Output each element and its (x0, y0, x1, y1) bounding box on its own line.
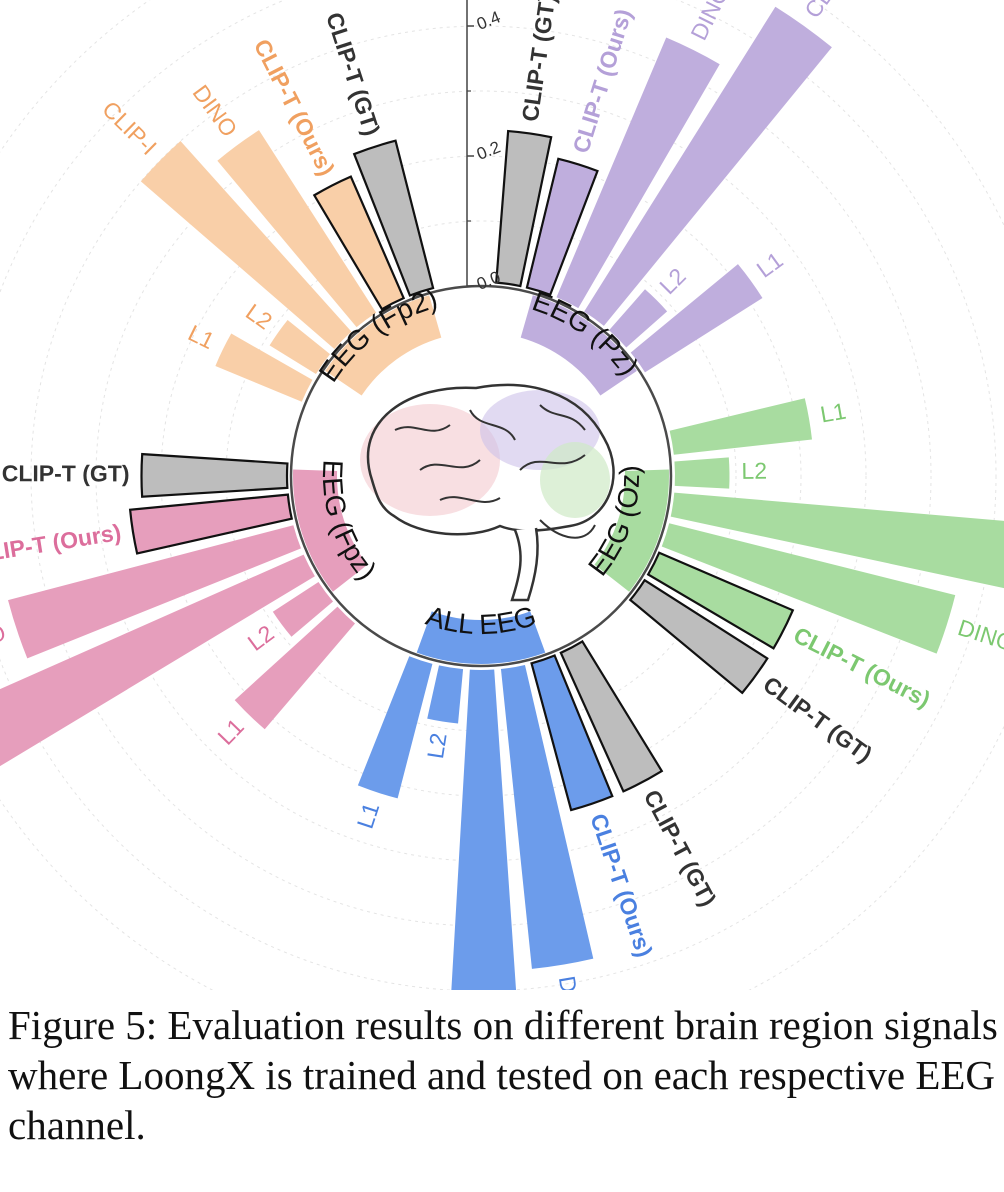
region-band-eeg-oz (594, 469, 670, 592)
region-band-eeg-fpz (293, 469, 368, 592)
bar-label-eeg-oz-dino: DINO (955, 614, 1004, 656)
bar-all-eeg-dino (500, 664, 594, 969)
bar-label-eeg-fp2-l2: L2 (241, 299, 277, 335)
bar-label-eeg-pz-clip-i: CLIP-I (799, 0, 858, 23)
bar-label-eeg-pz-clip-t-gt: CLIP-T (GT) (517, 0, 561, 123)
bar-eeg-fp2-clip-t-ours (312, 175, 406, 311)
bar-label-eeg-oz-clip-t-gt: CLIP-T (GT) (758, 671, 877, 767)
bar-label-eeg-fp2-dino: DINO (188, 80, 243, 142)
bar-label-all-eeg-clip-t-gt: CLIP-T (GT) (639, 785, 722, 910)
bar-label-eeg-fp2-clip-i: CLIP-I (97, 96, 162, 160)
bar-eeg-fp2-clip-t-gt (352, 139, 435, 297)
region-label-all-eeg: ALL EEG (422, 600, 539, 640)
bar-label-eeg-oz-l1: L1 (818, 398, 848, 428)
tick-label-2: 0.4 (474, 7, 503, 33)
bar-eeg-oz-l1 (669, 398, 812, 455)
bar-label-eeg-fpz-clip-t-gt: CLIP-T (GT) (2, 460, 130, 486)
region-band-all-eeg (416, 611, 546, 664)
region-band-eeg-pz (520, 295, 637, 396)
bar-eeg-pz-clip-t-gt (495, 129, 553, 288)
bar-eeg-fp2-clip-i (140, 141, 352, 349)
bar-label-all-eeg-clip-t-ours: CLIP-T (Ours) (585, 810, 658, 960)
bar-label-eeg-oz-l2: L2 (741, 458, 767, 484)
bar-eeg-pz-l1 (630, 264, 763, 373)
bar-eeg-oz-clip-i (670, 492, 1004, 589)
gridline-3 (30, 25, 932, 927)
bar-all-eeg-clip-i (451, 669, 517, 990)
bar-eeg-fpz-l1 (234, 606, 356, 730)
bar-all-eeg-l2 (427, 665, 464, 724)
bar-label-all-eeg-l1: L1 (352, 799, 385, 831)
bar-eeg-fpz-l2 (272, 581, 334, 637)
bar-eeg-fpz-clip-t-ours (128, 493, 294, 555)
tick-label-1: 0.2 (474, 137, 503, 163)
bar-eeg-fp2-dino (217, 130, 377, 328)
bar-label-eeg-fpz-l1: L1 (212, 713, 248, 749)
inner-ring (289, 284, 673, 668)
radial-axis: 0.00.20.40.6 (466, 0, 503, 294)
bar-eeg-fp2-l1 (215, 333, 313, 402)
bar-eeg-fpz-clip-i (0, 554, 315, 767)
bar-label-eeg-fpz-dino: DINO (0, 619, 9, 662)
center-ring (289, 284, 673, 668)
bar-eeg-pz-clip-t-ours (525, 157, 599, 297)
bar-all-eeg-clip-t-ours (530, 654, 614, 812)
bar-eeg-fp2-l2 (269, 319, 331, 375)
bar-eeg-pz-l2 (609, 289, 668, 348)
bar-eeg-fpz-dino (8, 525, 301, 659)
bar-label-all-eeg-l2: L2 (422, 731, 452, 760)
bar-label-eeg-fpz-clip-t-ours: CLIP-T (Ours) (0, 519, 123, 568)
bar-eeg-oz-clip-t-ours (646, 551, 795, 650)
bar-eeg-pz-clip-i (584, 6, 832, 326)
bar-label-eeg-pz-l2: L2 (654, 263, 690, 299)
bar-eeg-oz-clip-t-gt (628, 578, 769, 695)
bar-eeg-fpz-clip-t-gt (140, 452, 289, 498)
gridline-4 (0, 0, 997, 990)
bar-all-eeg-l1 (357, 656, 433, 799)
region-band-eeg-fp2 (325, 295, 442, 396)
brain-icon (360, 383, 615, 602)
bar-label-eeg-pz-dino: DINO (685, 0, 734, 44)
bar-all-eeg-clip-t-gt (559, 639, 664, 793)
bar-eeg-pz-dino (556, 37, 720, 309)
figure-caption: Figure 5: Evaluation results on differen… (8, 1002, 998, 1148)
bar-label-eeg-fp2-clip-t-gt: CLIP-T (GT) (321, 9, 385, 139)
bar-label-eeg-fpz-l2: L2 (243, 620, 279, 656)
bar-eeg-oz-l2 (674, 457, 730, 489)
gridline-1 (160, 155, 802, 797)
bar-label-all-eeg-dino: DINO (554, 974, 589, 990)
bar-label-eeg-fp2-l1: L1 (184, 320, 218, 355)
bar-eeg-oz-dino (661, 523, 956, 654)
bar-label-eeg-pz-l1: L1 (752, 247, 788, 283)
